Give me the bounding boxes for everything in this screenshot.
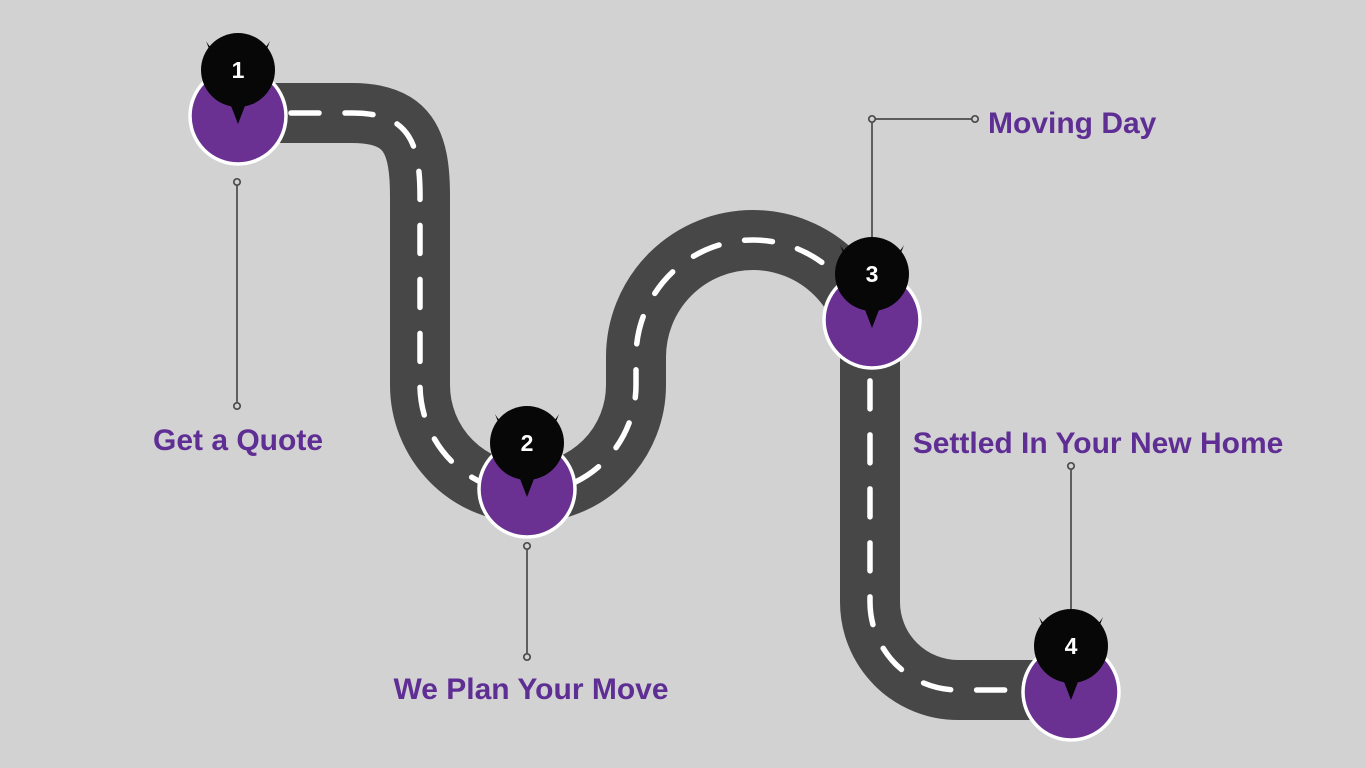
step-2-label: We Plan Your Move (393, 673, 668, 706)
step-4-label: Settled In Your New Home (913, 427, 1284, 460)
connector-endpoint-dot (970, 114, 980, 124)
step-marker-4: 4 (1021, 609, 1121, 742)
road (237, 83, 1071, 720)
road-centerline-dashes (234, 110, 1074, 693)
connector-endpoint-dot (522, 652, 532, 662)
step-1-number: 1 (232, 57, 245, 83)
step-3-label: Moving Day (988, 107, 1157, 140)
step-marker-2: 2 (477, 406, 577, 539)
connector-step-3 (867, 114, 980, 247)
connector-line (871, 118, 975, 242)
location-pin-icon (201, 33, 275, 124)
location-pin-icon (1034, 609, 1108, 700)
step-1-label: Get a Quote (153, 424, 323, 457)
location-pin-icon (835, 237, 909, 328)
connector-step-4 (1066, 461, 1076, 619)
step-4-number: 4 (1065, 633, 1078, 659)
connector-endpoint-dot (232, 177, 242, 187)
connector-endpoint-dot (1066, 461, 1076, 471)
connector-endpoint-dot (522, 541, 532, 551)
step-marker-3: 3 (822, 237, 922, 370)
step-3-number: 3 (866, 261, 879, 287)
connector-corner-dot (867, 114, 877, 124)
location-pin-icon (490, 406, 564, 497)
step-marker-1: 1 (188, 33, 288, 166)
step-2-number: 2 (521, 430, 534, 456)
connector-step-2 (522, 541, 532, 662)
connector-endpoint-dot (232, 401, 242, 411)
connector-step-1 (232, 177, 242, 411)
